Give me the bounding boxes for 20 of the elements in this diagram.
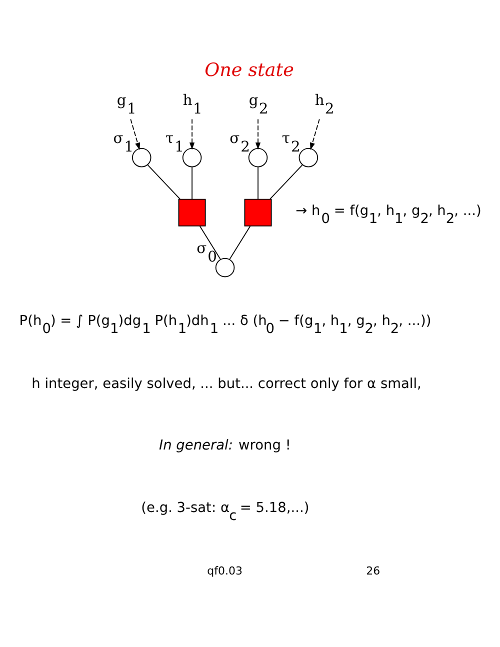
- arrow: [189, 118, 195, 150]
- connector: [147, 164, 180, 200]
- arrow: [130, 118, 140, 150]
- node-circle: [182, 148, 202, 168]
- node-circle: [298, 148, 318, 168]
- arrow: [310, 118, 320, 150]
- connector: [199, 226, 222, 260]
- label: qf0.03: [207, 564, 242, 578]
- connector: [270, 164, 303, 200]
- arrow: [255, 118, 261, 150]
- node-circle: [248, 148, 268, 168]
- label: In general: wrong !: [159, 438, 291, 454]
- node-circle: [215, 258, 235, 278]
- label: 26: [366, 564, 380, 578]
- connector: [228, 226, 251, 260]
- label: h integer, easily solved, ... but... correct only for α small,: [32, 376, 422, 392]
- diagram-title: One state: [204, 60, 294, 82]
- node-circle: [132, 148, 152, 168]
- node-box: [178, 198, 206, 226]
- node-box: [244, 198, 272, 226]
